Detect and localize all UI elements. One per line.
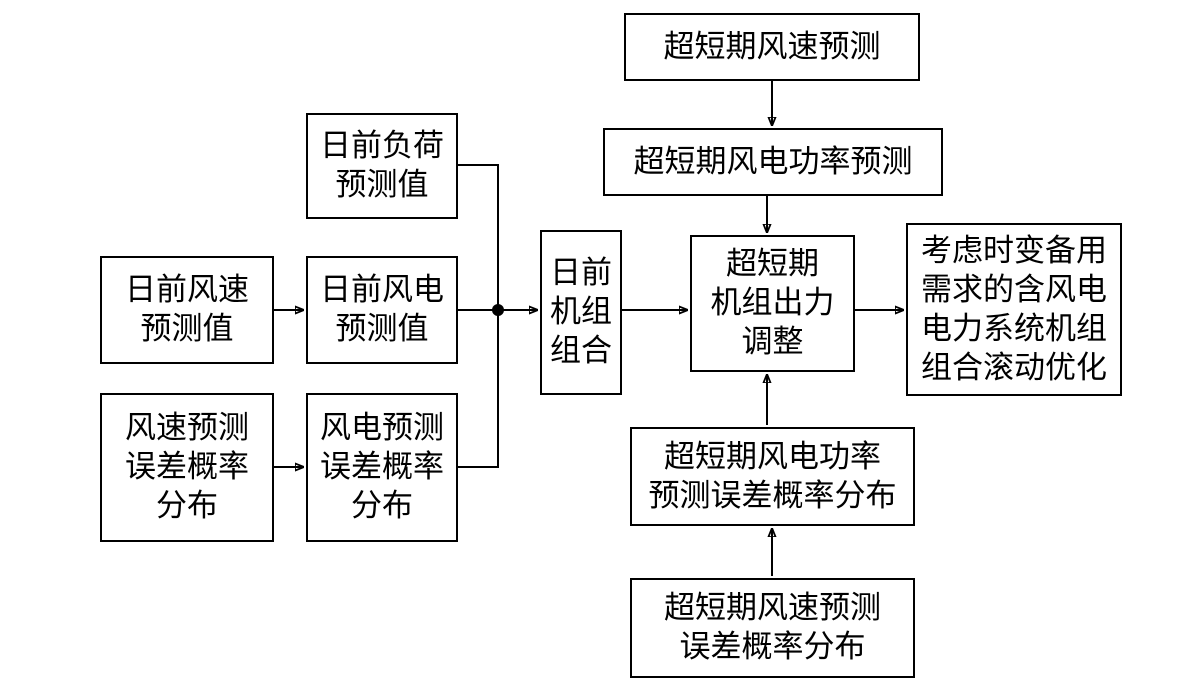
node-ultra-short-wind-power-error-distribution: 超短期风电功率 预测误差概率分布 (630, 427, 915, 526)
node-day-ahead-wind-power-forecast: 日前风电 预测值 (306, 256, 458, 364)
node-label: 日前 机组 组合 (550, 255, 612, 369)
node-day-ahead-wind-speed-forecast: 日前风速 预测值 (100, 256, 274, 364)
node-day-ahead-unit-commitment: 日前 机组 组合 (540, 230, 622, 395)
node-ultra-short-wind-speed-forecast: 超短期风速预测 (624, 13, 920, 81)
node-ultra-short-unit-output-adjustment: 超短期 机组出力 调整 (690, 235, 855, 372)
node-label: 超短期风电功率预测 (633, 143, 913, 180)
node-label: 超短期风速预测 (663, 28, 881, 65)
node-day-ahead-load-forecast: 日前负荷 预测值 (306, 113, 458, 219)
node-label: 超短期 机组出力 调整 (710, 246, 835, 360)
line-load-to-bus (458, 164, 499, 310)
node-ultra-short-wind-speed-error-distribution: 超短期风速预测 误差概率分布 (630, 578, 915, 678)
node-rolling-optimization: 考虑时变备用 需求的含风电 电力系统机组 组合滚动优化 (906, 223, 1122, 396)
node-wind-speed-error-distribution: 风速预测 误差概率 分布 (100, 393, 274, 542)
node-label: 日前负荷 预测值 (320, 128, 444, 203)
line-power-error-to-bus (458, 310, 499, 468)
node-label: 风电预测 误差概率 分布 (320, 410, 444, 524)
node-label: 考虑时变备用 需求的含风电 电力系统机组 组合滚动优化 (921, 232, 1107, 386)
node-label: 日前风速 预测值 (125, 272, 249, 347)
node-wind-power-error-distribution: 风电预测 误差概率 分布 (306, 393, 458, 542)
node-label: 日前风电 预测值 (320, 272, 444, 347)
node-ultra-short-wind-power-forecast: 超短期风电功率预测 (603, 128, 943, 196)
node-label: 超短期风速预测 误差概率分布 (664, 590, 881, 665)
node-label: 风速预测 误差概率 分布 (125, 410, 249, 524)
node-label: 超短期风电功率 预测误差概率分布 (648, 438, 897, 514)
